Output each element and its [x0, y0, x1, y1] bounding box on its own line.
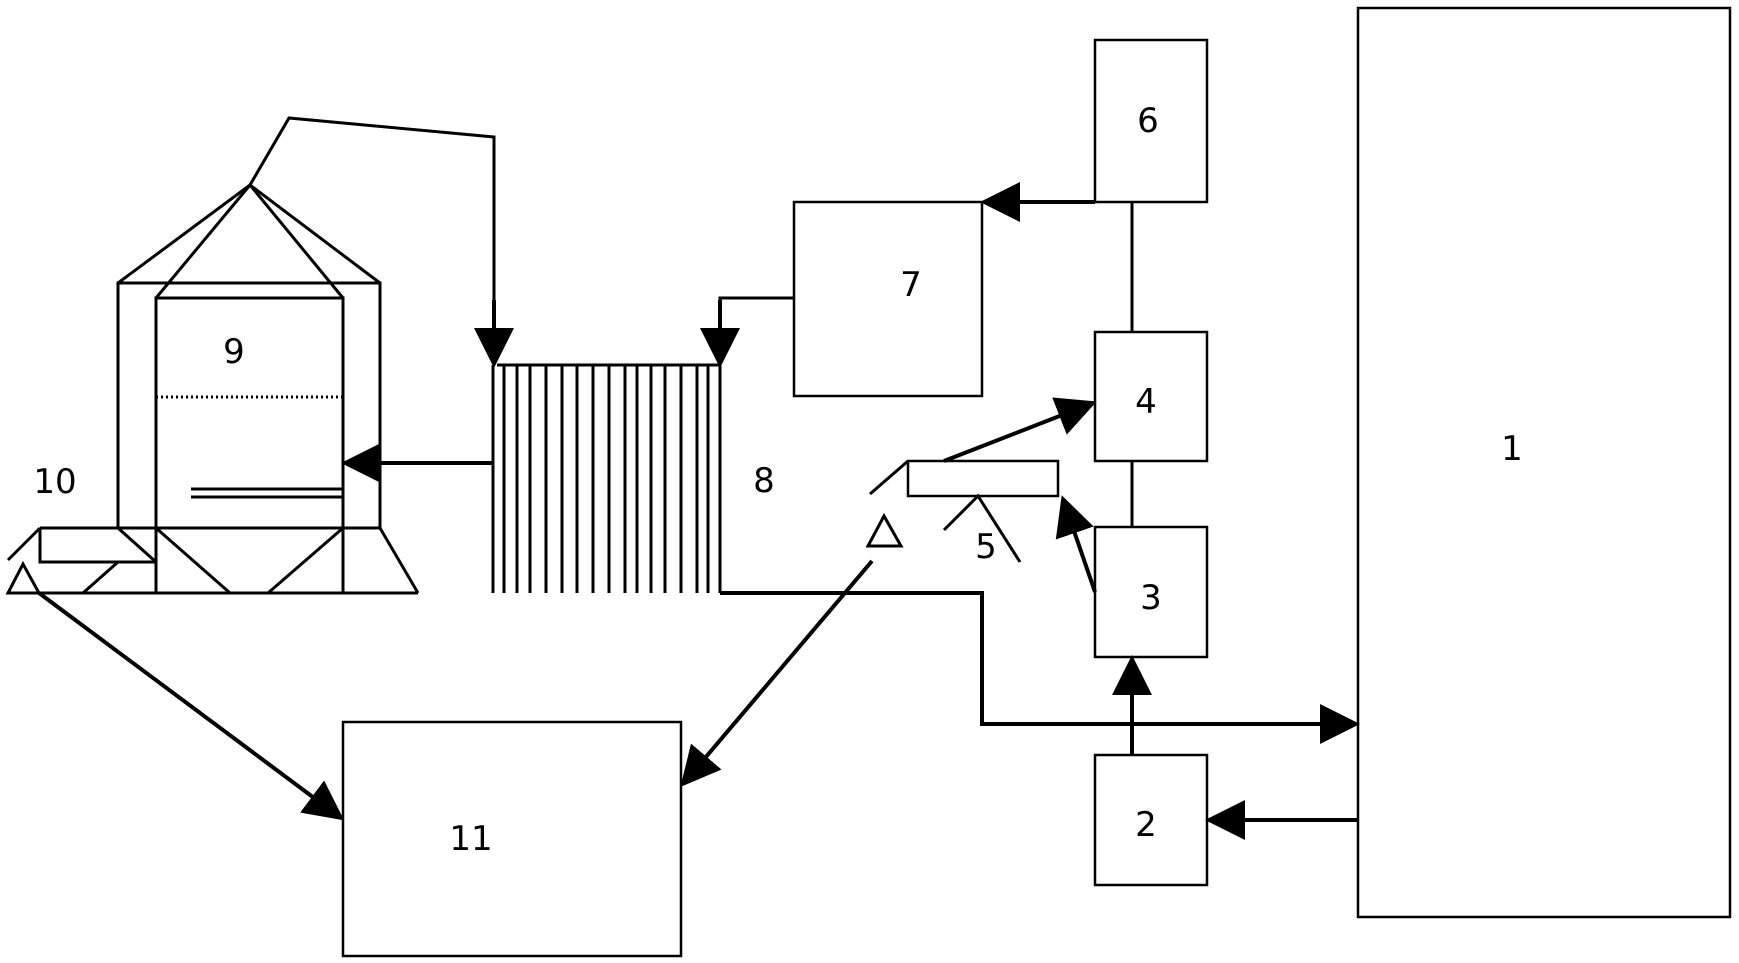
unit-11-box: [341, 720, 683, 958]
unit-2-box: [1093, 753, 1209, 887]
unit-2-label: 2: [1135, 805, 1157, 845]
unit-3-label: 3: [1140, 578, 1162, 618]
unit-6-box: [1093, 38, 1209, 204]
arrow-sensor-right-to-11: [680, 559, 874, 788]
unit-8-exchanger: [491, 363, 722, 593]
unit-7-box: [792, 200, 984, 398]
unit-9-silo: [6, 116, 496, 595]
unit-5-plate: [869, 459, 1060, 563]
unit-4-box: [1093, 330, 1209, 463]
unit-11-label: 11: [449, 819, 492, 859]
unit-6-label: 6: [1137, 101, 1159, 141]
sensor-triangle-left: [5, 560, 42, 595]
unit-1-label: 1: [1501, 429, 1523, 469]
line-7-8: [718, 296, 794, 340]
unit-3-box: [1093, 525, 1209, 659]
unit-9-label: 9: [223, 332, 245, 372]
unit-5-label: 5: [975, 527, 997, 567]
sensor-triangle-right: [865, 512, 904, 548]
unit-8-label: 8: [753, 461, 775, 501]
unit-4-label: 4: [1135, 382, 1157, 422]
unit-7-label: 7: [900, 265, 922, 305]
unit-10-label: 10: [33, 462, 76, 502]
arrow-sensor-left-to-11: [37, 591, 345, 821]
arrow-5-to-4: [943, 397, 1097, 463]
arrow-8-to-1: [720, 591, 1360, 744]
arrow-3-to-5: [1055, 495, 1097, 593]
unit-1-box: [1356, 6, 1732, 919]
